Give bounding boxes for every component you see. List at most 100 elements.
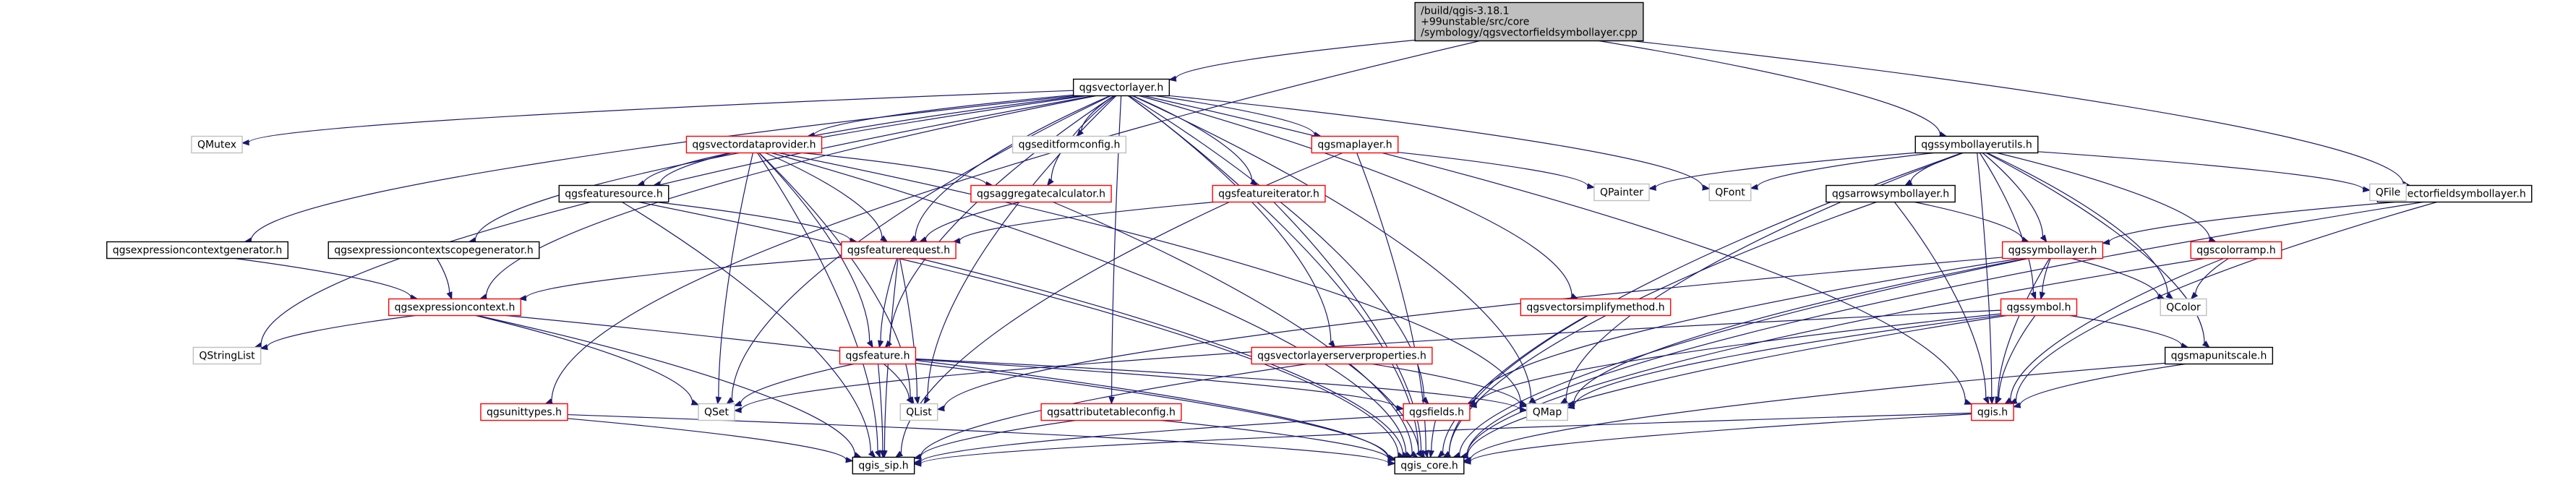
edge-arrowhead [1648, 184, 1657, 191]
edge-qgsvectorlayer-to-qgsexpressioncontextscopegenerator [468, 95, 1087, 244]
edge-line [475, 314, 693, 403]
node-qgsvectorlayerserverproperties[interactable]: qgsvectorlayerserverproperties.h [1251, 346, 1433, 365]
node-label: qgsmaplayer.h [1317, 140, 1392, 151]
edge-line [920, 414, 1404, 463]
edge-arrowhead [913, 453, 922, 460]
edge-line [1998, 315, 2036, 398]
node-label: QFont [1715, 187, 1745, 199]
edge-qgsexpressioncontextgenerator-to-qgsexpressioncontext [234, 257, 419, 301]
edge-arrowhead [1416, 450, 1424, 458]
node-qgseditformconfig: qgseditformconfig.h [1011, 135, 1127, 154]
node-box [1593, 183, 1650, 202]
edge-line [1467, 314, 2007, 456]
node-label: qgsexpressioncontextscopegenerator.h [334, 245, 534, 257]
node-root[interactable]: /build/qgis-3.18.1+99unstable/src/core/s… [1414, 1, 1644, 42]
edge-qgsvectordataprovider-to-qset [715, 153, 753, 405]
node-qgis-sip[interactable]: qgis_sip.h [852, 456, 915, 475]
node-qgsmaplayer[interactable]: qgsmaplayer.h [1311, 135, 1399, 154]
node-box [388, 298, 522, 317]
node-label: qgseditformconfig.h [1019, 140, 1121, 151]
node-box [1072, 78, 1171, 97]
node-qgis-core[interactable]: qgis_core.h [1394, 456, 1465, 475]
node-qgsfeature[interactable]: qgsfeature.h [839, 346, 917, 365]
node-qgsfeaturerequest[interactable]: qgsfeaturerequest.h [841, 241, 957, 260]
edge-qgsvectorlayer-to-qgsattributetableconfig [1108, 95, 1122, 405]
edge-arrowhead [1463, 456, 1471, 463]
edge-line [718, 153, 753, 398]
edge-arrowhead [868, 450, 876, 458]
edge-qgsexpressioncontext-to-qset [475, 314, 700, 406]
node-qgssymbollayer[interactable]: qgssymbollayer.h [2001, 241, 2104, 260]
edge-qgsexpressioncontextscopegenerator-to-qgsexpressioncontext [436, 258, 453, 300]
node-qgsvectorlayer[interactable]: qgsvectorlayer.h [1072, 78, 1171, 97]
edge-qgsvectorfieldsymbollayer-to-qgssymbollayer [2102, 201, 2396, 246]
edge-qgsfeature-to-qgis-sip [878, 364, 886, 458]
node-box [192, 346, 262, 365]
node-box [2000, 298, 2078, 317]
node-box [480, 403, 568, 421]
node-box [1414, 1, 1644, 42]
edge-line [1431, 420, 1437, 451]
edge-arrowhead [1442, 451, 1451, 458]
node-qgscolorramp[interactable]: qgscolorramp.h [2190, 241, 2282, 260]
edge-arrowhead [877, 340, 884, 348]
edge-line [1348, 364, 1419, 453]
edge-qgssymbollayerutils-to-qgssymbol [1979, 153, 2037, 300]
edge-qgsvectorlayer-to-qgsvectorsimplifymethod [1139, 95, 1579, 300]
node-qgsattributetableconfig[interactable]: qgsattributetableconfig.h [1040, 403, 1182, 421]
edge-qgssymbollayerutils-to-qgscolorramp [1997, 152, 2217, 243]
edge-line [1466, 257, 2206, 456]
node-qgsmapunitscale[interactable]: qgsmapunitscale.h [2164, 346, 2274, 365]
node-qgsexpressioncontext[interactable]: qgsexpressioncontext.h [388, 298, 522, 317]
edge-qgsexpressioncontext-to-qgis-core [505, 314, 1396, 462]
edge-line [1573, 314, 2001, 407]
node-label: qgis_core.h [1400, 460, 1458, 472]
edge-arrowhead [1423, 450, 1429, 458]
node-qgsarrowsymbollayer[interactable]: qgsarrowsymbollayer.h [1826, 184, 1956, 203]
edge-line [1139, 95, 1572, 296]
node-label: +99unstable/src/core [1421, 17, 1529, 28]
node-qgsexpressioncontextgenerator[interactable]: qgsexpressioncontextgenerator.h [106, 241, 288, 260]
node-box [1212, 184, 1326, 203]
edge-line [1459, 257, 2029, 455]
node-box [1971, 403, 2014, 421]
node-qgsunittypes[interactable]: qgsunittypes.h [480, 403, 568, 421]
node-qgsvectordataprovider[interactable]: qgsvectordataprovider.h [685, 135, 823, 154]
node-qgssymbollayerutils[interactable]: qgssymbollayerutils.h [1914, 135, 2039, 154]
edge-line [771, 152, 1407, 455]
node-box [2001, 241, 2104, 260]
edge-line [234, 257, 411, 298]
edge-arrowhead [1982, 396, 1990, 405]
node-qgsexpressioncontextscopegenerator[interactable]: qgsexpressioncontextscopegenerator.h [328, 241, 540, 260]
node-label: qgis_sip.h [858, 460, 908, 472]
node-qgsfeaturesource[interactable]: qgsfeaturesource.h [558, 184, 669, 203]
edge-line [1398, 152, 1588, 187]
edge-line [757, 153, 878, 452]
edge-line [2019, 363, 2186, 406]
edge-qgsunittypes-to-qgis-core [568, 413, 1396, 466]
edge-arrowhead [1387, 455, 1396, 462]
node-qgsvectorfieldsymbollayer[interactable]: qgsvectorfieldsymbollayer.h [2376, 184, 2533, 203]
node-qgssymbol[interactable]: qgssymbol.h [2000, 298, 2078, 317]
node-qgsaggregatecalculator[interactable]: qgsaggregatecalculator.h [970, 184, 1112, 203]
node-qgsfeatureiterator[interactable]: qgsfeatureiterator.h [1212, 184, 1326, 203]
edge-qgsaggregatecalculator-to-qgis-core [1053, 201, 1418, 458]
edge-arrowhead [2012, 402, 2021, 408]
edge-qgssymbollayerutils-to-qgsmapunitscale [1985, 152, 2210, 348]
edge-line [2015, 201, 2437, 401]
edge-arrowhead [733, 400, 743, 407]
node-box [839, 346, 917, 365]
edge-arrowhead [874, 450, 881, 458]
node-box [1394, 456, 1465, 475]
edge-line [266, 314, 416, 348]
node-qgis[interactable]: qgis.h [1971, 403, 2014, 421]
node-label: qgsvectorlayerserverproperties.h [1257, 351, 1426, 362]
node-qgsvectorsimplifymethod[interactable]: qgsvectorsimplifymethod.h [1520, 298, 1672, 317]
edge-line [915, 358, 1521, 411]
node-qgsfields[interactable]: qgsfields.h [1403, 403, 1471, 421]
node-box [1311, 135, 1399, 154]
node-box [106, 241, 288, 260]
edge-qgsfeaturesource-to-qgsfeaturerequest [656, 201, 858, 244]
edge-arrowhead [1410, 450, 1418, 458]
